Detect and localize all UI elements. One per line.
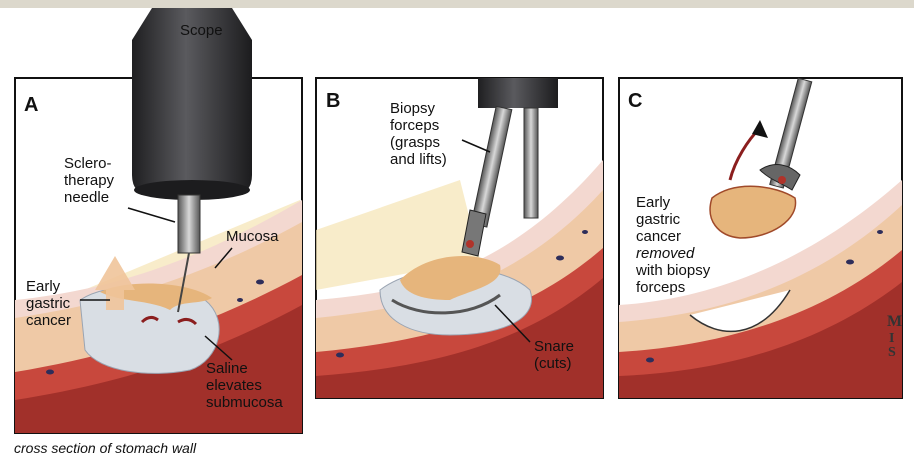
scope-label: Scope	[180, 22, 223, 39]
forceps-tip	[466, 240, 474, 248]
vessel	[336, 353, 344, 358]
panel-letter-a: A	[24, 94, 38, 117]
vessel	[846, 260, 854, 265]
vessel	[646, 358, 654, 363]
snare-shaft	[524, 108, 538, 218]
panel-letter-c: C	[628, 90, 642, 113]
sclerotherapy-needle-label: Sclero- therapy needle	[64, 155, 114, 206]
needle-sheath	[178, 195, 200, 253]
vessel	[237, 298, 243, 302]
vessel	[46, 370, 54, 375]
svg-text:M: M	[887, 313, 902, 330]
forceps-tip	[778, 176, 786, 184]
svg-text:S: S	[888, 345, 896, 360]
svg-text:I: I	[889, 331, 894, 346]
vessel	[877, 230, 883, 234]
scope-body	[478, 78, 558, 108]
early-gastric-cancer-label: Early gastric cancer	[26, 278, 71, 329]
c-removed-label: removed	[636, 245, 694, 262]
figure-caption: cross section of stomach wall	[14, 440, 196, 456]
vessel	[582, 230, 588, 234]
vessel	[256, 280, 264, 285]
c-early-gastric-cancer-label: Early gastric cancer	[636, 194, 681, 245]
vessel	[556, 256, 564, 261]
snare-label: Snare (cuts)	[534, 338, 574, 372]
biopsy-forceps-label: Biopsy forceps (grasps and lifts)	[390, 100, 447, 168]
mucosa-label: Mucosa	[226, 228, 279, 245]
panel-letter-b: B	[326, 90, 340, 113]
saline-label: Saline elevates submucosa	[206, 360, 283, 411]
c-with-biopsy-label: with biopsy forceps	[636, 262, 710, 296]
